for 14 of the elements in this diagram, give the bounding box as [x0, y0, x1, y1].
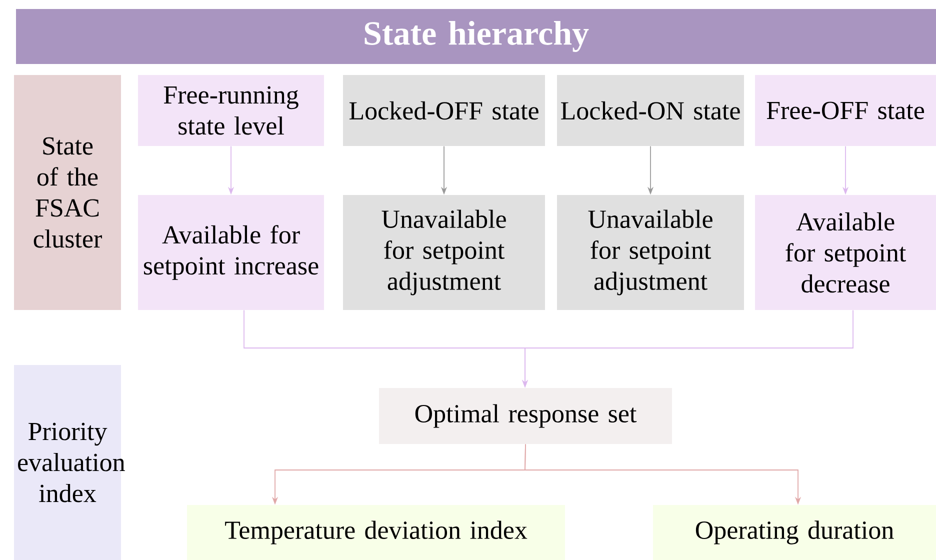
availability-box: Available for setpoint decrease	[755, 195, 936, 310]
side-band: Priority evaluation index	[14, 365, 125, 560]
availability-box: Unavailable for setpoint adjustment	[343, 195, 545, 310]
title-band: State hierarchy	[16, 9, 936, 64]
availability-box: Available for setpoint increase	[138, 195, 324, 310]
availability-box: Unavailable for setpoint adjustment	[557, 195, 744, 310]
index-box: Temperature deviation index	[187, 505, 565, 560]
result-box: Optimal response set	[379, 388, 672, 444]
state-box: Free-running state level	[138, 75, 324, 146]
side-band: State of the FSAC cluster	[14, 75, 121, 310]
index-box: Operating duration	[653, 505, 936, 560]
state-box: Free-OFF state	[755, 75, 936, 146]
state-box: Locked-ON state	[557, 75, 744, 146]
state-box: Locked-OFF state	[343, 75, 545, 146]
